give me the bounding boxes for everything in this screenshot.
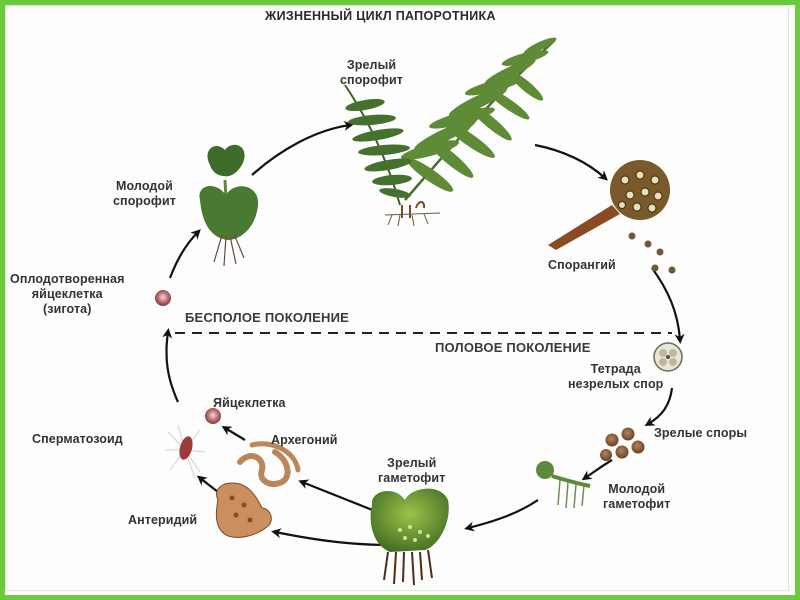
arrow-sporophyte-to-sporangium (534, 143, 608, 181)
arrow-sperm-to-zygote (162, 328, 180, 403)
arrow-tetrad-to-spores (644, 387, 674, 426)
sexual-generation-label: ПОЛОВОЕ ПОКОЛЕНИЕ (435, 340, 591, 355)
label-line: спорофит (340, 73, 403, 87)
label-line: спорофит (113, 194, 176, 208)
label-mature-sporophyte: Зрелый спорофит (340, 58, 403, 88)
arrow-zygote-to-young-sporophyte (168, 229, 201, 279)
label-spermatozoid: Сперматозоид (32, 432, 123, 446)
label-sporangium: Спорангий (548, 258, 616, 272)
egg-cell-illustration (205, 408, 221, 424)
diagram-title: ЖИЗНЕННЫЙ ЦИКЛ ПАПОРОТНИКА (265, 9, 496, 23)
label-line: Молодой (116, 179, 173, 193)
label-tetrad: Тетрада незрелых спор (568, 362, 663, 392)
cycle-arrows (162, 120, 685, 547)
label-young-gametophyte: Молодой гаметофит (603, 482, 670, 512)
label-line: яйцеклетка (31, 287, 103, 301)
arrow-sporangium-to-tetrad (651, 267, 685, 344)
label-line: гаметофит (378, 471, 446, 485)
young-gametophyte-illustration (536, 461, 591, 509)
archegonium-illustration (237, 441, 301, 488)
arrow-antheridium-to-sperm (196, 475, 219, 493)
zygote-illustration (155, 290, 171, 306)
label-line: (зигота) (43, 302, 92, 316)
label-line: Зрелый (387, 456, 437, 470)
mature-gametophyte-illustration (370, 488, 449, 586)
label-line: Тетрада (590, 362, 641, 376)
label-line: Молодой (608, 482, 666, 496)
arrow-young-to-mature-gametophyte (464, 499, 539, 532)
label-mature-spores: Зрелые споры (654, 426, 748, 440)
young-sporophyte-illustration (199, 144, 259, 267)
arrow-gametophyte-to-antheridium (271, 528, 391, 547)
label-mature-gametophyte: Зрелый гаметофит (378, 456, 445, 486)
label-line: гаметофит (603, 497, 671, 511)
mature-spores-illustration (600, 427, 645, 461)
label-antheridium: Антеридий (128, 513, 198, 527)
spermatozoid-illustration (165, 424, 206, 479)
label-line: незрелых спор (568, 377, 664, 391)
label-young-sporophyte: Молодой спорофит (113, 179, 176, 209)
label-line: Зрелый (346, 58, 397, 72)
label-archegonium: Архегоний (271, 433, 338, 447)
label-zygote: Оплодотворенная яйцеклетка (зигота) (10, 272, 125, 317)
label-egg-cell: Яйцеклетка (213, 396, 286, 410)
tetrad-illustration (653, 342, 683, 372)
arrow-young-to-mature-sporophyte (251, 120, 354, 176)
sporangium-illustration (548, 160, 676, 274)
label-line: Оплодотворенная (10, 272, 125, 286)
antheridium-illustration (215, 482, 272, 538)
arrow-spores-to-young-gametophyte (581, 459, 613, 481)
arrow-archegonium-to-egg (221, 425, 246, 441)
mature-sporophyte-fern (344, 37, 557, 227)
asexual-generation-label: БЕСПОЛОЕ ПОКОЛЕНИЕ (185, 310, 350, 325)
